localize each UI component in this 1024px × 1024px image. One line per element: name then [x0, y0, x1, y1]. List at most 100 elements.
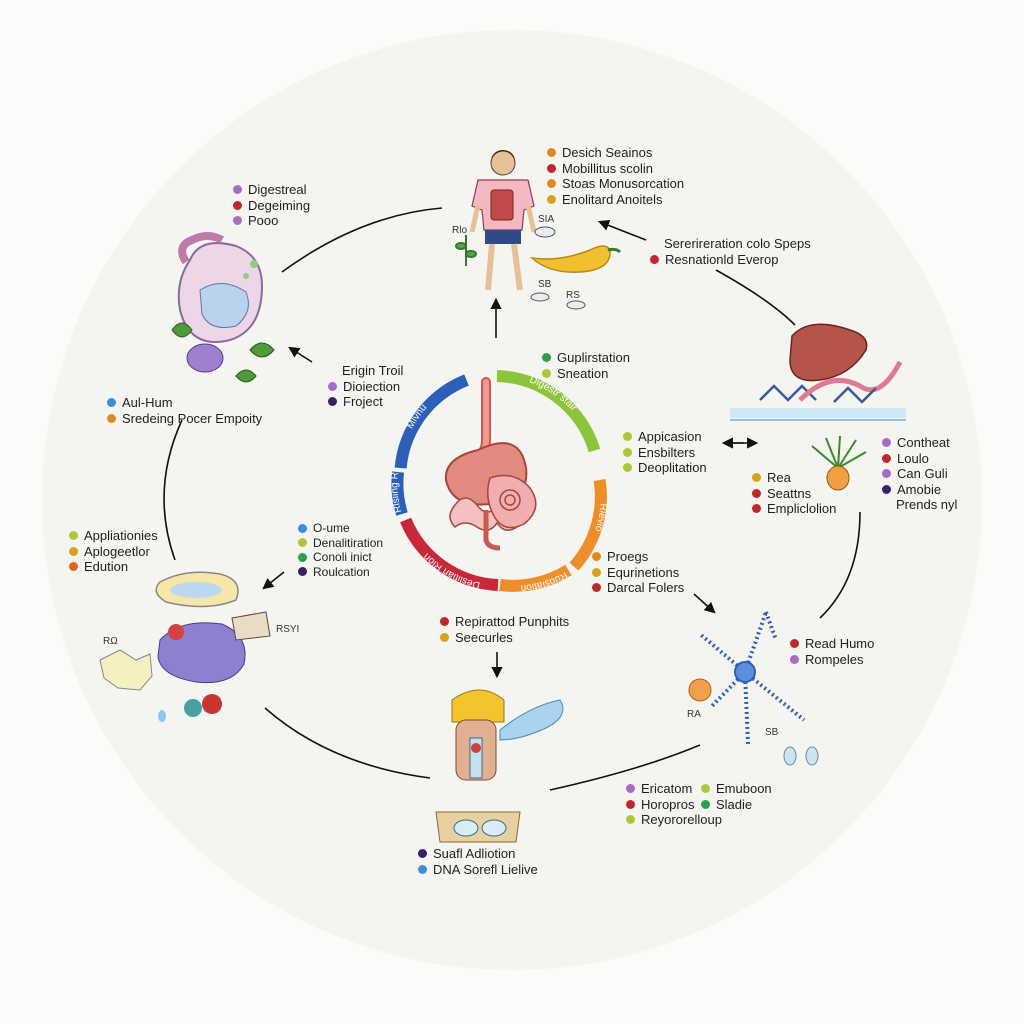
legend-item: Degeiming: [233, 198, 310, 214]
legend-item: Rompeles: [790, 652, 874, 668]
legend-dot: [328, 397, 337, 407]
legend-dot: [790, 654, 799, 664]
orange-ball-icon: [688, 678, 712, 702]
legend-origin: Erigin Troil Dioiection Froject: [328, 363, 403, 410]
legend-dot: [542, 368, 551, 378]
legend-item: Sredeing Pocer Empoity: [107, 411, 262, 427]
legend-item: Prends nyl: [896, 497, 958, 512]
label-sia: SIA: [538, 214, 555, 225]
legend-dot: [298, 567, 307, 577]
legend-item: Dioiection: [328, 379, 403, 395]
legend-item: Desich Seainos: [547, 145, 684, 161]
arc-bottom-right: [549, 744, 701, 791]
legend-item: Digestreal: [233, 182, 310, 198]
legend-dot: [547, 179, 556, 189]
legend-dot: [69, 531, 78, 541]
arrow-to-molecule: [693, 593, 716, 614]
legend-item: Can Guli: [882, 466, 957, 482]
legend-item: Read Humo: [790, 636, 874, 652]
legend-dot: [547, 148, 556, 158]
legend-dot: [752, 473, 761, 483]
cell-cluster-icon: [99, 571, 271, 722]
legend-item: Mobillitus scolin: [547, 161, 684, 177]
legend-item: Sneation: [542, 366, 630, 382]
cycle-arcs: [163, 207, 861, 791]
legend-dot: [440, 632, 449, 642]
legend-item: Suafl Adliotion: [418, 846, 538, 862]
legend-item: Loulo: [882, 451, 957, 467]
legend-respiration: Sererireration colo Speps Resnationld Ev…: [650, 236, 811, 267]
legend-dot: [547, 163, 556, 173]
legend-dot: [701, 784, 710, 794]
label-sb-2: SB: [765, 727, 779, 738]
legend-item: Guplirstation: [542, 350, 630, 366]
legend-dot: [882, 469, 891, 479]
legend-proegs: Proegs Equrinetions Darcal Folers: [592, 549, 684, 596]
central-ring: [391, 370, 607, 592]
legend-dot: [592, 552, 601, 562]
legend-repiratod: Repirattod Punphits Seecurles: [440, 614, 569, 645]
legend-dot: [882, 484, 891, 494]
legend-dot: [418, 849, 427, 859]
legend-dot: [328, 381, 337, 391]
ring-segment-green: [496, 370, 601, 453]
legend-dot: [440, 617, 449, 627]
legend-item: Emuboon: [701, 781, 772, 797]
legend-dot: [592, 567, 601, 577]
legend-dot: [650, 254, 659, 264]
legend-item: Erigin Troil: [342, 363, 404, 378]
legend-dot: [233, 216, 242, 226]
legend-item: Proegs: [592, 549, 684, 565]
legend-item: Aplogeetlor: [69, 544, 158, 560]
ring-segment-red: [400, 517, 499, 591]
legend-dot: [547, 194, 556, 204]
ring-segment-blue: [394, 374, 469, 469]
legend-dot: [233, 185, 242, 195]
arc-right: [819, 511, 861, 619]
legend-ericatom-b: Emuboon Sladie: [701, 781, 772, 812]
legend-readhumo: Read Humo Rompeles: [790, 636, 874, 667]
ring-segment-blue-2: [391, 471, 408, 516]
legend-dot: [882, 453, 891, 463]
legend-dot: [623, 447, 632, 457]
legend-item: Ericatom: [626, 781, 722, 797]
molecule-core: [734, 661, 756, 683]
legend-item: Amobie: [882, 482, 957, 498]
legend-item: Equrinetions: [592, 565, 684, 581]
legend-item: Resnationld Everop: [650, 252, 811, 268]
legend-item: Contheat: [882, 435, 957, 451]
legend-dot: [626, 784, 635, 794]
pepper-icon: [529, 245, 622, 273]
legend-item: Enolitard Anoitels: [547, 192, 684, 208]
human-figure-icon: [469, 150, 537, 291]
legend-item: DNA Sorefl Lielive: [418, 862, 538, 878]
legend-digestive: Digestreal Degeiming Pooo: [233, 182, 310, 229]
legend-item: Repirattod Punphits: [440, 614, 569, 630]
legend-item: Pooo: [233, 213, 310, 229]
legend-item: Sererireration colo Speps: [664, 236, 811, 251]
legend-dot: [790, 639, 799, 649]
legend-dot: [626, 815, 635, 825]
legend-dot: [69, 546, 78, 556]
label-rs: RS: [566, 290, 580, 301]
legend-appliations-left: Appliationies Aplogeetlor Edution: [69, 528, 158, 575]
legend-dot: [626, 799, 635, 809]
legend-item: Seattns: [752, 486, 836, 502]
arrow-to-cell: [262, 571, 285, 590]
legend-suafl: Suafl Adliotion DNA Sorefl Lielive: [418, 846, 538, 877]
legend-dot: [298, 538, 307, 548]
legend-item: Horopros: [626, 797, 722, 813]
legend-gupli: Guplirstation Sneation: [542, 350, 630, 381]
legend-dot: [298, 523, 307, 533]
legend-dot: [107, 398, 116, 408]
scientist-figure-icon: [435, 689, 564, 843]
legend-item: Denalitiration: [298, 536, 383, 551]
ring-segment-orange: [569, 479, 607, 571]
legend-item: Rea: [752, 470, 836, 486]
legend-ericatom-a: Ericatom Horopros Reyororelloup: [626, 781, 722, 828]
legend-dot: [542, 353, 551, 363]
label-rlo: Rlo: [452, 225, 468, 236]
legend-item: Appicasion: [623, 429, 707, 445]
label-ra-left: RΩ: [103, 636, 118, 647]
